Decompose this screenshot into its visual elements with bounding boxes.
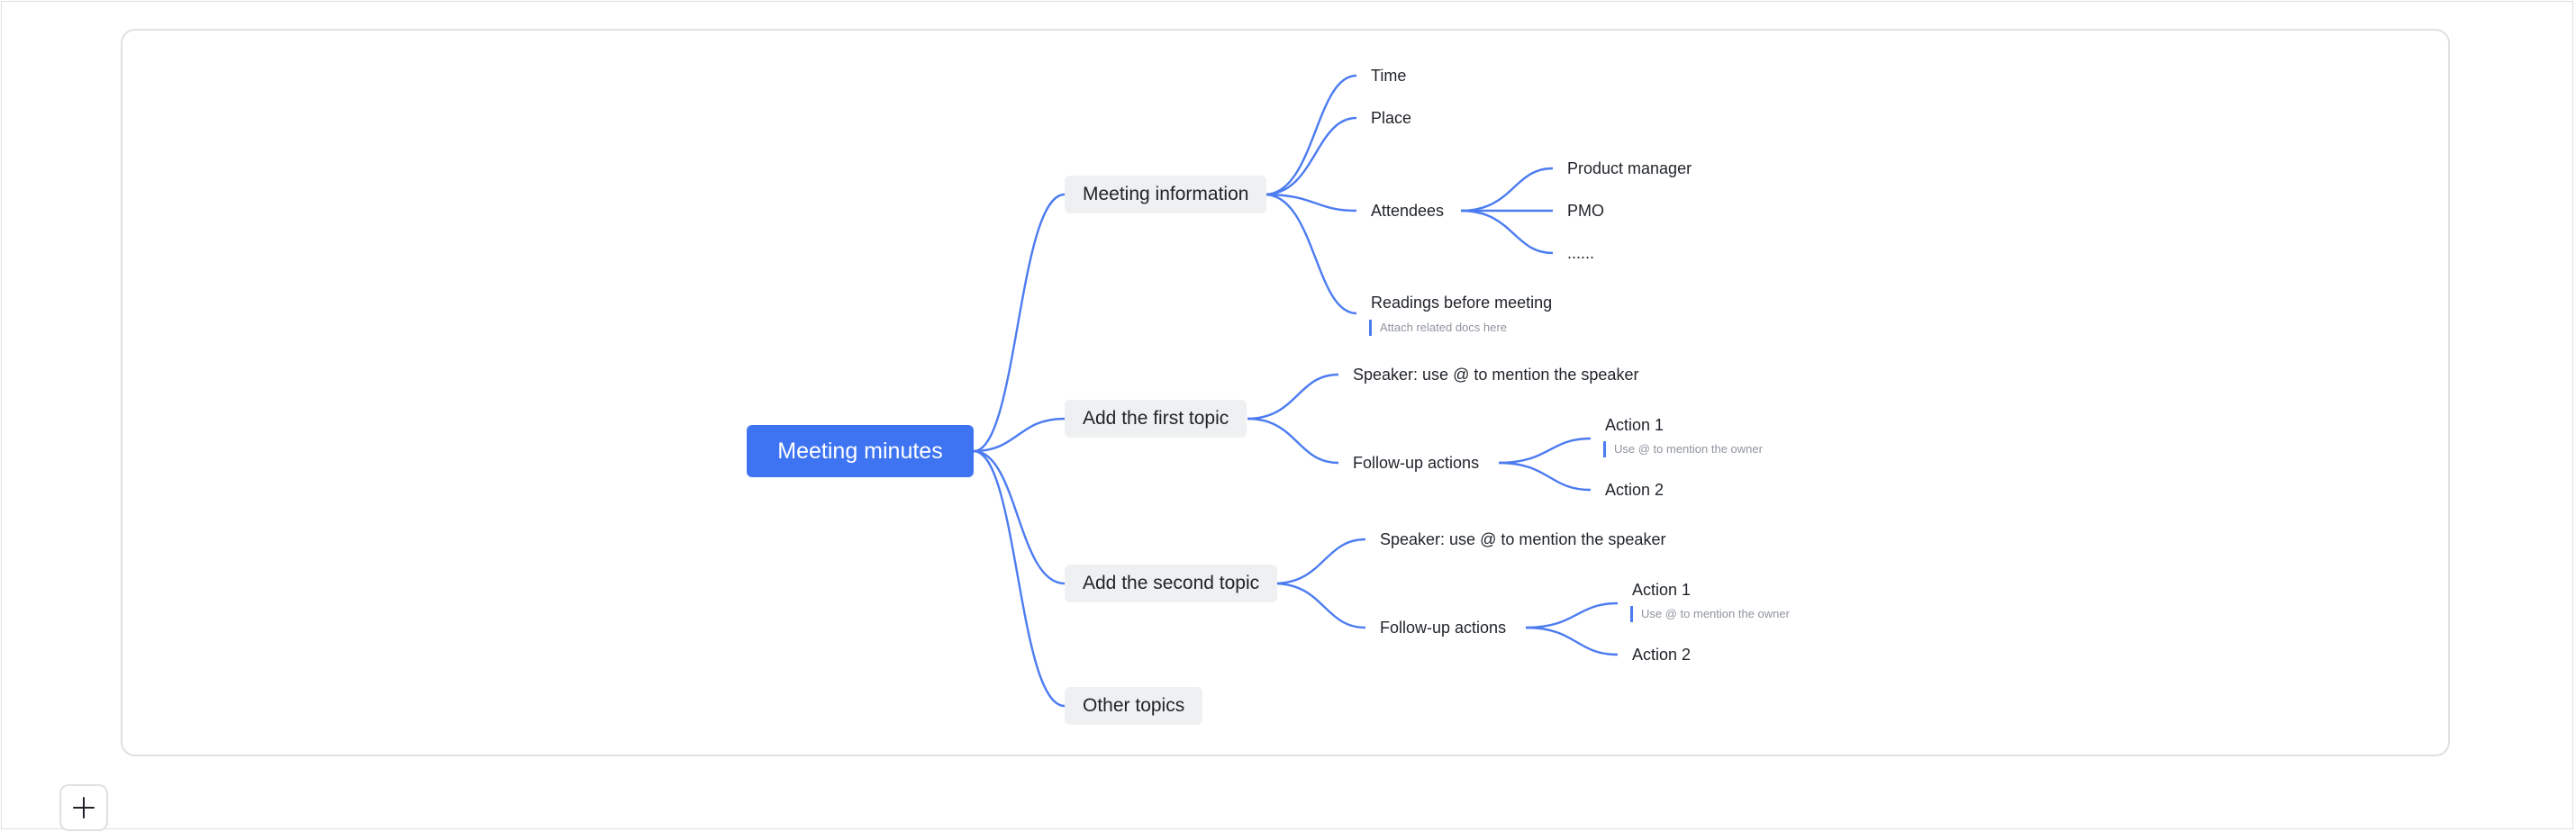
node-ellipsis[interactable]: ...... — [1567, 244, 1595, 262]
topic-other[interactable]: Other topics — [1065, 687, 1203, 725]
node-second-action1-note: Use @ to mention the owner — [1630, 606, 1790, 622]
plus-icon — [73, 797, 95, 818]
node-first-action1-note: Use @ to mention the owner — [1603, 441, 1763, 457]
node-place[interactable]: Place — [1371, 109, 1412, 127]
node-first-followup[interactable]: Follow-up actions — [1353, 454, 1480, 472]
node-second-action2[interactable]: Action 2 — [1632, 646, 1692, 664]
topic-second[interactable]: Add the second topic — [1065, 565, 1278, 602]
root-node[interactable]: Meeting minutes — [747, 425, 974, 477]
topic-meeting-information[interactable]: Meeting information — [1065, 176, 1267, 213]
node-attendees[interactable]: Attendees — [1371, 202, 1445, 220]
node-time[interactable]: Time — [1371, 67, 1407, 85]
node-pmo[interactable]: PMO — [1567, 202, 1605, 220]
add-block-button[interactable] — [59, 784, 108, 831]
node-first-action1[interactable]: Action 1 — [1605, 416, 1664, 434]
node-first-action2[interactable]: Action 2 — [1605, 481, 1664, 499]
node-second-speaker[interactable]: Speaker: use @ to mention the speaker — [1380, 530, 1666, 548]
node-readings-note: Attach related docs here — [1369, 320, 1507, 336]
node-readings[interactable]: Readings before meeting — [1371, 294, 1553, 312]
node-first-speaker[interactable]: Speaker: use @ to mention the speaker — [1353, 366, 1639, 384]
node-second-followup[interactable]: Follow-up actions — [1380, 619, 1507, 637]
mindmap-canvas[interactable] — [121, 29, 2450, 756]
topic-first[interactable]: Add the first topic — [1065, 400, 1247, 438]
node-product-manager[interactable]: Product manager — [1567, 159, 1692, 177]
node-second-action1[interactable]: Action 1 — [1632, 581, 1692, 599]
